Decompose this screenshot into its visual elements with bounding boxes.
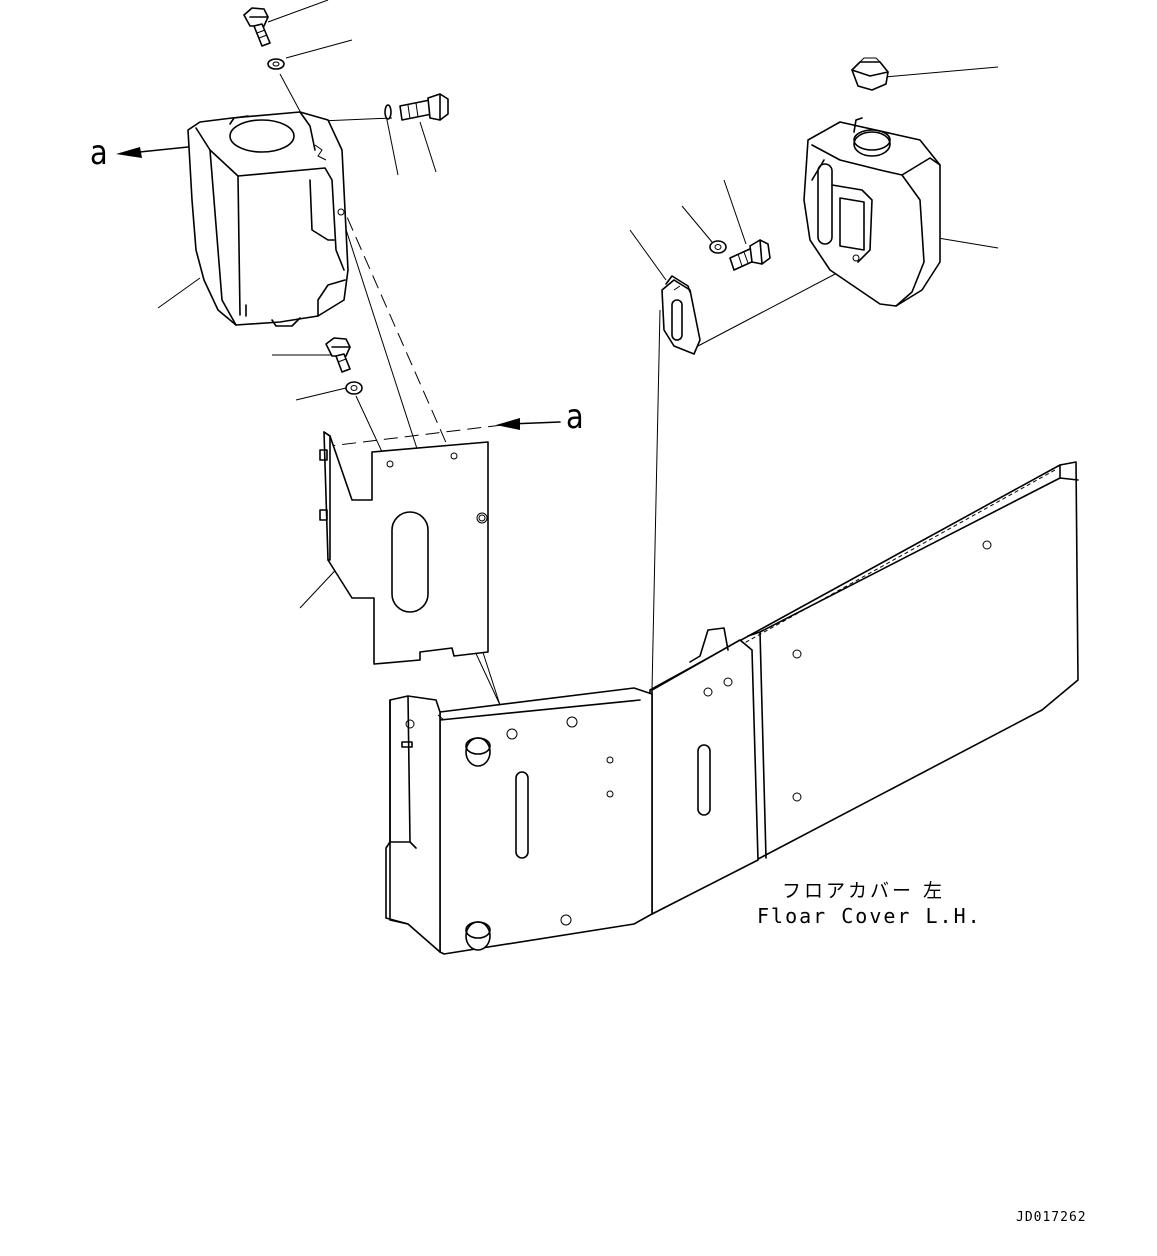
clip-bolt: [729, 239, 771, 271]
top-bolt: [243, 7, 271, 47]
middle-bolt: [325, 337, 351, 373]
view-arrow-upper: [116, 146, 189, 158]
view-arrow-lower: [329, 418, 561, 447]
left-bracket-plate: [319, 431, 489, 665]
drawing-code: JD017262: [1016, 1210, 1087, 1225]
side-bolt: [399, 93, 449, 121]
left-tank: [187, 111, 349, 327]
middle-washer: [345, 381, 363, 395]
leader-lines: [157, 0, 999, 609]
floor-cover: [385, 461, 1079, 955]
floor-cover-label-japanese: フロアカバー 左: [782, 880, 946, 902]
clip-bracket: [661, 275, 701, 355]
floor-cover-label-english: Floar Cover L.H.: [757, 904, 982, 928]
reservoir-tank: [803, 117, 941, 307]
clip-washer: [709, 240, 727, 254]
view-marker-label-lower: a: [566, 397, 584, 437]
view-marker-label-upper: a: [90, 133, 108, 173]
top-washer: [267, 58, 285, 70]
filler-cap: [851, 57, 889, 91]
side-washer: [384, 104, 392, 120]
